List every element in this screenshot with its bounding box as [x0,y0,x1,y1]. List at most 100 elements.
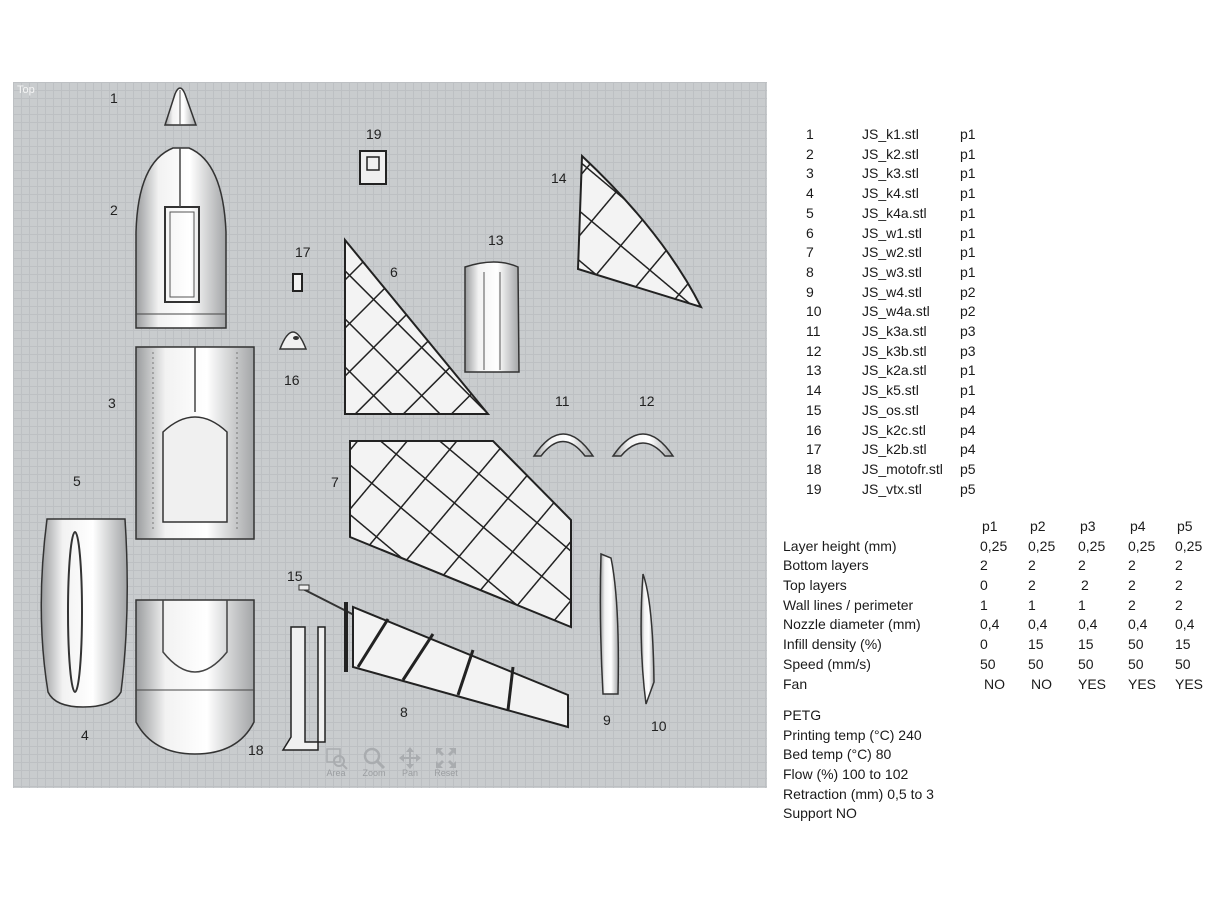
part-6-fin [344,237,491,415]
part-5-nacelle [40,518,128,708]
part-8-stabilizer [344,602,569,729]
part-number-label: 11 [555,393,570,409]
part-number: 6 [806,224,814,241]
part-18-motor-frame [281,626,326,751]
part-number: 1 [806,126,814,142]
part-14-wing-panel [576,153,703,309]
part-number: 16 [806,421,822,438]
print-profile: p1 [960,185,976,202]
setting-value: 2 [1175,557,1183,574]
part-number-label: 15 [287,568,303,584]
setting-value: 2 [1128,577,1136,594]
part-19-vtx-bracket [359,150,387,185]
part-number-label: 12 [639,393,655,409]
magnifier-icon [358,746,390,770]
file-row: 18 JS_motofr.stl p5 [800,460,976,480]
part-number-label: 1 [110,90,118,106]
print-profile: p1 [960,382,976,399]
file-name: JS_k2a.stl [862,362,927,379]
reset-button[interactable]: Reset [430,746,462,778]
print-profile: p1 [960,145,976,162]
print-profile: p4 [960,441,976,458]
file-name: JS_k4.stl [862,185,919,202]
file-name: JS_k3.stl [862,165,919,182]
part-number-label: 9 [603,712,611,728]
print-profile: p5 [960,460,976,477]
file-name: JS_k5.stl [862,382,919,399]
note-line: Support NO [783,805,857,822]
part-number: 14 [806,382,822,399]
print-profile: p1 [960,165,976,182]
file-name: JS_vtx.stl [862,480,922,497]
setting-value: 0 [980,577,988,594]
pan-button[interactable]: Pan [394,746,426,778]
file-name: JS_motofr.stl [862,460,943,477]
setting-label: Wall lines / perimeter [783,596,914,613]
file-name: JS_w1.stl [862,224,922,241]
print-profile: p1 [960,224,976,241]
file-row: 14 JS_k5.stl p1 [800,381,976,401]
part-number: 18 [806,460,822,477]
file-row: 13 JS_k2a.stl p1 [800,361,976,381]
part-number-label: 2 [110,202,118,218]
part-number: 10 [806,303,822,320]
part-number: 2 [806,145,814,162]
setting-value: 15 [1028,636,1044,653]
part-number: 4 [806,185,814,202]
print-profile: p4 [960,401,976,418]
part-number-label: 10 [651,718,667,734]
part-number: 11 [806,323,821,340]
setting-label: Layer height (mm) [783,537,897,554]
profile-header: p5 [1177,518,1193,534]
note-line: Bed temp (°C) 80 [783,746,892,763]
part-13-canopy [464,261,520,373]
setting-value: 0,4 [1078,616,1098,633]
reset-arrows-icon [430,746,462,770]
part-number-label: 7 [331,474,339,490]
print-profile: p3 [960,323,976,340]
print-profile: p4 [960,421,976,438]
setting-value: 15 [1078,636,1094,653]
parts-layout [40,87,703,755]
part-number-label: 13 [488,232,504,248]
setting-value: 1 [1028,596,1036,613]
setting-value: NO [1031,675,1052,692]
print-profile: p1 [960,362,976,379]
setting-value: YES [1175,675,1204,692]
part-3-mid-fuselage [135,346,255,540]
model-viewport[interactable]: Top 1 2 3 4 5 6 7 8 9 10 11 12 13 14 15 … [13,82,767,788]
part-10-rudder-tab [640,573,655,705]
setting-value: 0 [980,636,988,653]
print-profile: p2 [960,283,976,300]
file-name: JS_k1.stl [862,126,919,142]
setting-value: NO [984,675,1005,692]
part-number-label: 19 [366,126,382,142]
setting-value: 2 [1081,577,1089,594]
print-profile: p1 [960,263,976,280]
pan-arrows-icon [394,746,426,770]
part-number: 13 [806,362,822,379]
setting-value: 50 [1128,655,1144,672]
part-17-small-block [292,273,303,292]
setting-value: 0,4 [1028,616,1048,633]
file-name: JS_k2b.stl [862,441,927,458]
setting-value: 50 [1028,655,1044,672]
file-name: JS_w4.stl [862,283,922,300]
file-row: 6 JS_w1.stl p1 [800,224,976,244]
zoom-button[interactable]: Zoom [358,746,390,778]
area-zoom-button[interactable]: Area [320,746,352,778]
part-9-rudder [599,552,620,695]
note-line: Retraction (mm) 0,5 to 3 [783,785,934,802]
file-name: JS_w2.stl [862,244,922,261]
part-number: 19 [806,480,822,497]
